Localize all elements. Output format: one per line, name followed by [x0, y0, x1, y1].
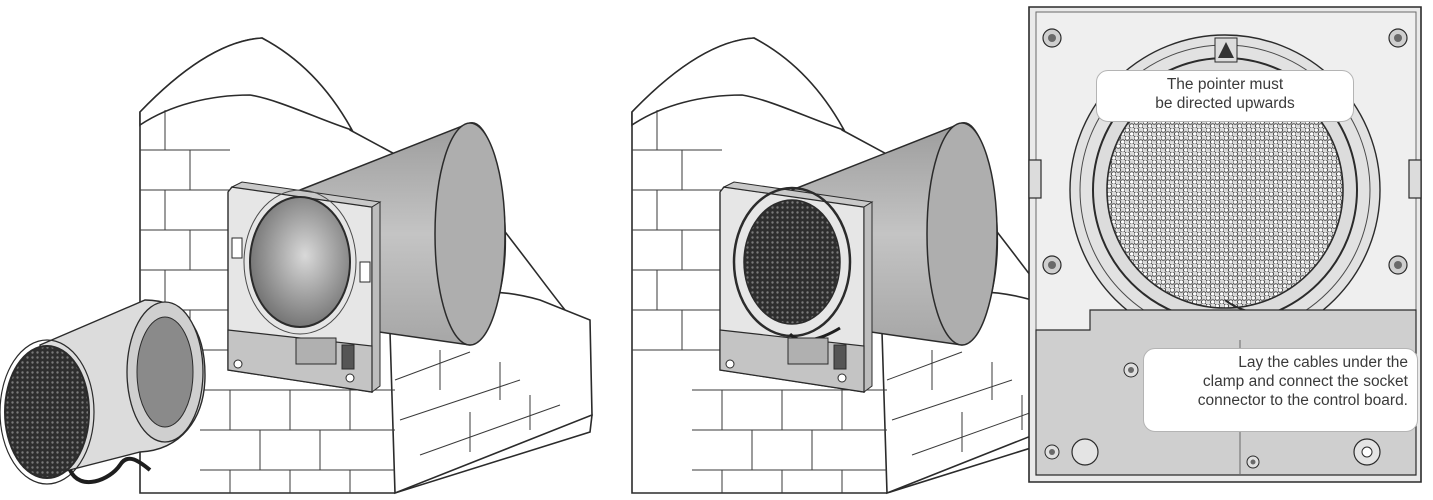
screw-icon [1042, 28, 1062, 48]
cables-callout-line-1: Lay the cables under the [1238, 354, 1408, 371]
mounting-frame [227, 181, 382, 393]
brick-pattern [632, 110, 1053, 493]
fan-grille [4, 345, 90, 479]
wall-scene-1 [0, 37, 593, 495]
fan-grille [743, 199, 841, 325]
screw-icon [233, 359, 243, 369]
fan-cable [68, 456, 152, 484]
pointer-callout-line-1: The pointer must [1166, 76, 1284, 93]
fan-unit [0, 299, 206, 485]
pointer-callout-line-2: be directed upwards [1155, 95, 1295, 112]
cables-callout-line-2: clamp and connect the socket [1202, 373, 1408, 390]
wall-cap [631, 37, 846, 132]
screw-icon [1246, 455, 1260, 469]
cables-callout-line-3: connector to the control board. [1197, 392, 1408, 409]
wall-scene-2 [631, 37, 1085, 495]
duct-opening [249, 196, 351, 328]
closeup-panel [1028, 6, 1422, 483]
wall-cap [139, 37, 354, 132]
screw-icon [1388, 28, 1408, 48]
screw-icon [725, 359, 735, 369]
screw-icon [1123, 362, 1139, 378]
screw-icon [1042, 255, 1062, 275]
screw-icon [837, 373, 847, 383]
screw-icon [345, 373, 355, 383]
cables-callout: Lay the cables under the clamp and conne… [1143, 348, 1418, 432]
up-triangle-icon [1218, 42, 1234, 58]
installed-unit [719, 181, 874, 393]
brick-pattern [140, 110, 561, 493]
screw-icon [1044, 444, 1060, 460]
screw-icon [1388, 255, 1408, 275]
pointer-callout: The pointer must be directed upwards [1096, 70, 1354, 122]
